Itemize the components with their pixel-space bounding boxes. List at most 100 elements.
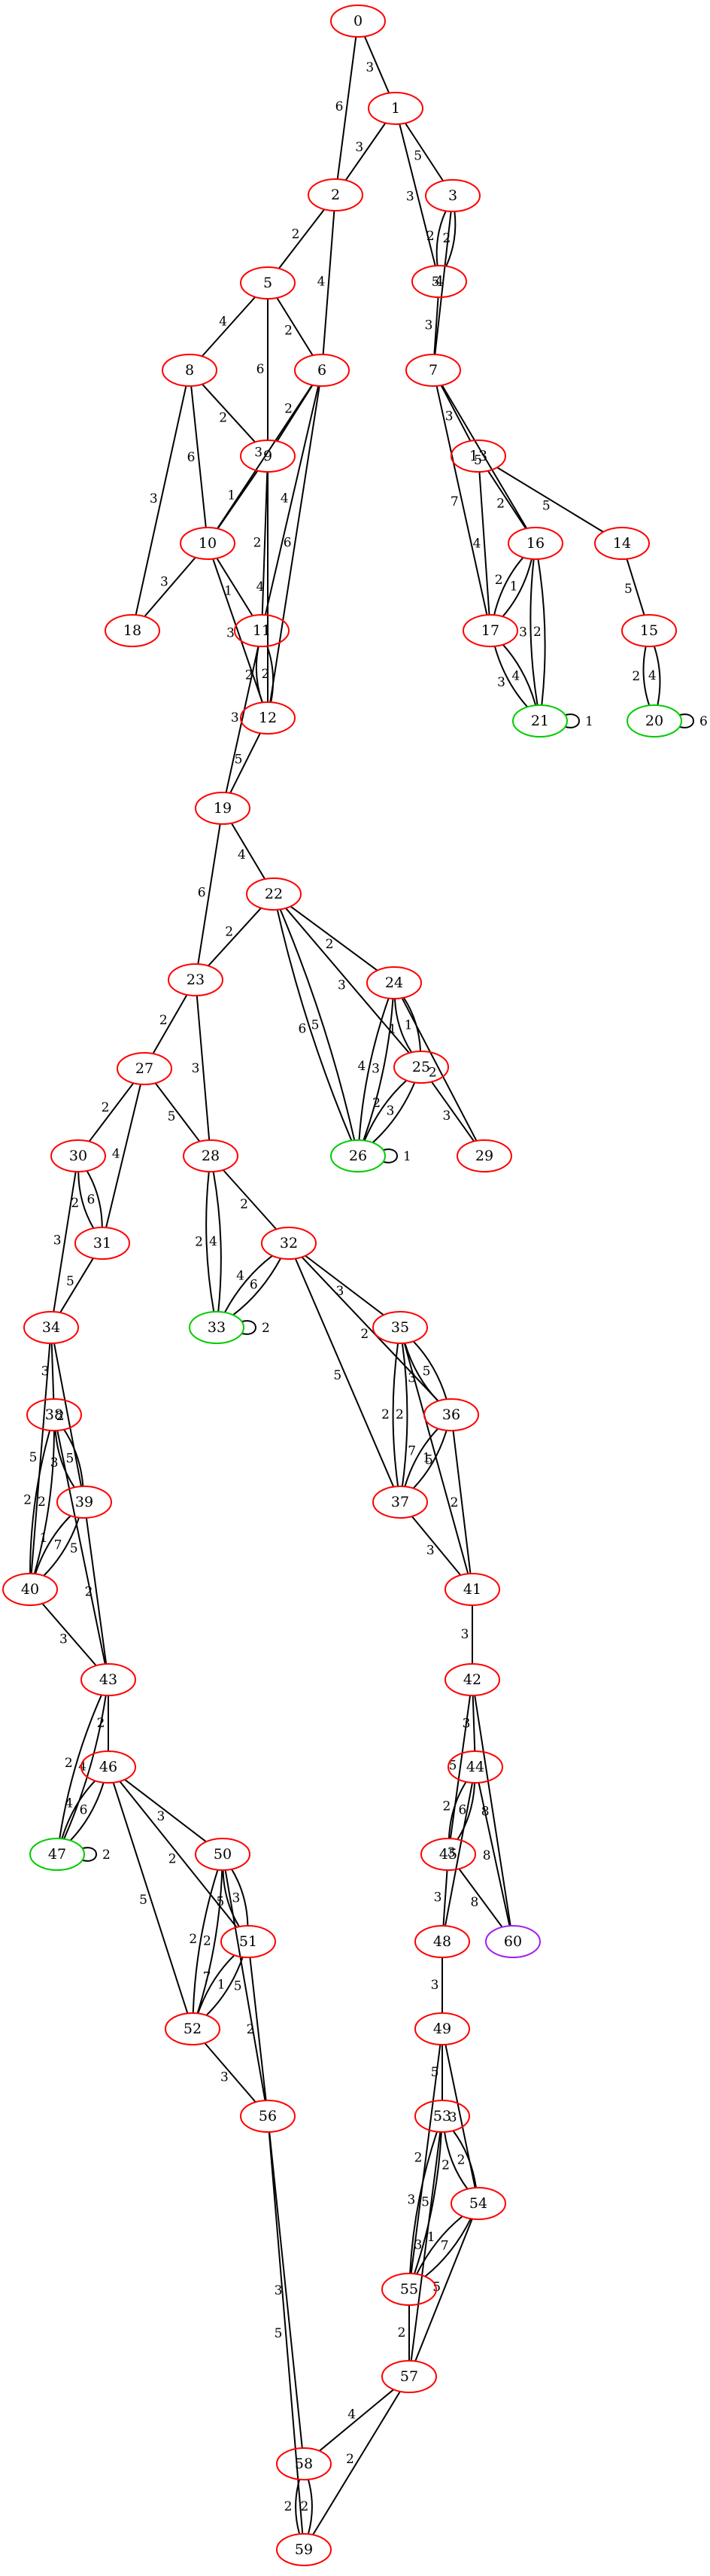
edge-weight-label: 3: [231, 710, 239, 725]
edge-43-47: 4: [63, 1695, 107, 1840]
graph-node-0: 0: [330, 5, 386, 38]
edge-line: [493, 557, 524, 616]
edge-weight-label: 3: [372, 1062, 380, 1077]
node-label: 28: [202, 1148, 220, 1164]
edge-53-55: 5: [413, 2131, 442, 2274]
edge-line: [294, 1258, 395, 1488]
edge-35-36: 3: [404, 1343, 439, 1402]
graph-node-27: 27: [117, 1052, 172, 1085]
graph-node-23: 23: [168, 963, 223, 996]
edge-5-6: 2: [276, 297, 314, 356]
node-ellipse: [261, 1227, 317, 1260]
edge-weight-label: 4: [209, 1234, 217, 1249]
edge-57-58: 4: [319, 2389, 394, 2452]
node-ellipse: [74, 1227, 130, 1260]
node-ellipse: [168, 963, 223, 996]
edge-line: [77, 1171, 95, 1229]
edge-weight-label: 4: [281, 491, 289, 506]
edge-line: [405, 123, 444, 181]
edge-56-58: 3: [269, 2131, 303, 2449]
edge-weight-label: 4: [317, 275, 326, 290]
node-label: 37: [391, 1494, 409, 1510]
graph-node-21: 21: [512, 704, 568, 738]
edge-line: [642, 646, 651, 706]
edge-11-19: 3: [225, 646, 259, 793]
node-label: 43: [99, 1671, 117, 1688]
edge-weight-label: 5: [431, 2065, 439, 2080]
edge-35-41: 5: [403, 1343, 469, 1574]
edge-weight-label: 3: [519, 625, 527, 640]
edge-line: [86, 1170, 103, 1228]
edge-weight-label: 1: [405, 1017, 413, 1033]
graph-node-60: 60: [485, 1925, 541, 1958]
node-label: 19: [214, 800, 232, 817]
edge-line: [229, 732, 261, 794]
node-ellipse: [80, 1663, 136, 1696]
node-ellipse: [80, 1750, 136, 1784]
edge-weight-label: 5: [139, 1893, 147, 1908]
edge-line: [231, 1869, 249, 1927]
edge-22-26: 6: [276, 909, 353, 1141]
node-label: 56: [259, 2108, 277, 2124]
edge-line: [268, 2131, 304, 2535]
edge-44-48: 3: [444, 1782, 474, 1927]
graph-node-1: 1: [368, 92, 423, 125]
edge-line: [358, 998, 390, 1141]
edge-line: [208, 907, 262, 967]
edge-weight-label: 3: [50, 1455, 59, 1470]
edge-weight-label: 2: [372, 1096, 381, 1111]
node-label: 57: [400, 2368, 418, 2385]
edge-36-37: 1: [412, 1430, 448, 1489]
edge-weight-label: 1: [388, 1022, 396, 1037]
edge-line: [285, 908, 410, 1054]
node-label: 48: [433, 1933, 451, 1950]
node-ellipse: [276, 2533, 332, 2566]
edge-9-10: 1: [217, 470, 259, 530]
edge-1-4: 3: [399, 123, 436, 266]
edge-line: [269, 2131, 303, 2449]
node-ellipse: [372, 1311, 428, 1344]
node-label: 44: [466, 1759, 484, 1775]
edge-weight-label: 2: [168, 1851, 177, 1866]
edge-line: [69, 1782, 105, 1842]
edge-line: [63, 1429, 84, 1487]
edge-weight-label: 5: [449, 1759, 457, 1774]
node-ellipse: [621, 614, 677, 647]
edge-weight-label: 2: [381, 1407, 390, 1422]
edge-line: [319, 2389, 394, 2452]
edge-line: [409, 2131, 438, 2274]
self-loop: [82, 1847, 97, 1862]
edge-22-24: 2: [290, 905, 378, 972]
edge-weight-label: 6: [298, 1022, 306, 1037]
edge-weight-label: 2: [443, 1799, 451, 1814]
graph-node-33: 33: [189, 1311, 244, 1344]
edge-line: [190, 385, 207, 528]
edge-17-21: 3: [493, 646, 529, 708]
graph-node-44: 44: [448, 1750, 503, 1784]
edge-weight-label: 2: [56, 1409, 65, 1424]
edge-40-43: 3: [41, 1603, 97, 1666]
self-loop: [679, 713, 694, 728]
edge-56-59: 5: [268, 2131, 304, 2535]
edge-3-4: 2: [443, 211, 457, 267]
edge-6-11: 4: [264, 385, 320, 616]
node-ellipse: [451, 2187, 506, 2220]
graph-node-29: 29: [457, 1139, 512, 1172]
node-label: 12: [259, 710, 277, 726]
node-label: 40: [21, 1581, 39, 1598]
edge-line: [424, 2218, 472, 2277]
node-ellipse: [240, 2100, 296, 2133]
edge-44-60: 8: [478, 1782, 511, 1927]
edge-9-11: 2: [253, 471, 269, 616]
edge-weight-label: 8: [483, 1848, 491, 1863]
graph-node-9: 9: [240, 439, 296, 473]
graph-node-47: 47: [29, 1838, 85, 1871]
edge-weight-label: 6: [284, 535, 292, 550]
edge-42-45: 5: [449, 1695, 472, 1839]
edge-50-56: 5: [224, 1869, 266, 2101]
node-ellipse: [330, 5, 386, 38]
edge-line: [35, 1515, 71, 1574]
graph-node-30: 30: [50, 1139, 106, 1172]
edge-weight-label: 2: [292, 227, 300, 242]
